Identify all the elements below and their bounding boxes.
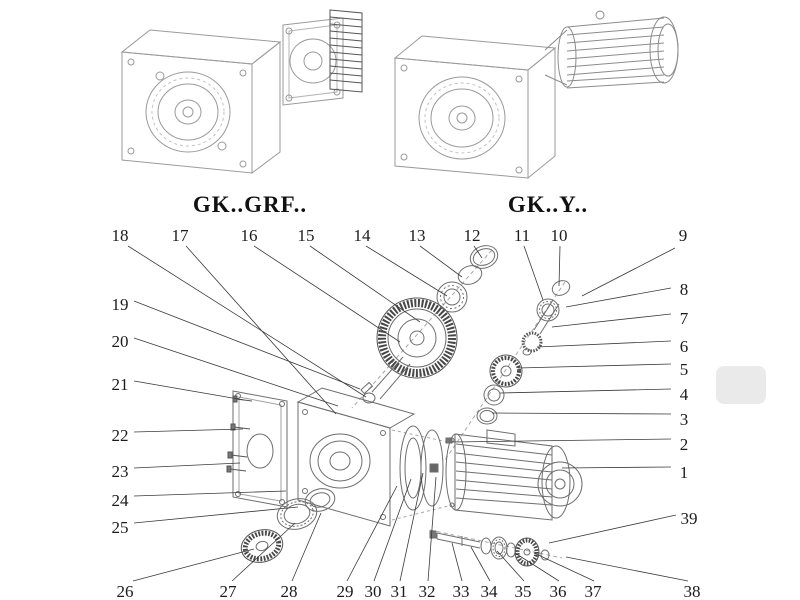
callout-4: 4 <box>679 385 689 404</box>
callout-23: 23 <box>111 462 129 481</box>
callout-30: 30 <box>364 582 382 600</box>
callout-13: 13 <box>408 226 426 245</box>
callout-37: 37 <box>584 582 602 600</box>
callout-19: 19 <box>111 295 129 314</box>
callout-22: 22 <box>111 426 129 445</box>
callout-38: 38 <box>683 582 701 600</box>
callout-1: 1 <box>679 463 689 482</box>
callout-21: 21 <box>111 375 129 394</box>
variant-title-gk-y: GK..Y.. <box>507 192 589 217</box>
big-gear-icon <box>376 297 458 379</box>
callout-18: 18 <box>111 226 129 245</box>
callout-14: 14 <box>353 226 371 245</box>
terminal-box-icon <box>486 429 516 447</box>
drawing-gk-y <box>393 10 679 180</box>
fin-block <box>329 9 363 93</box>
leader-lines <box>127 245 689 582</box>
drawing-gk-grf <box>120 9 363 174</box>
callout-8: 8 <box>679 280 689 299</box>
input-shaft-parts <box>429 530 550 567</box>
callout-25: 25 <box>111 518 129 537</box>
callout-10: 10 <box>550 226 568 245</box>
callout-2: 2 <box>679 435 689 454</box>
exploded-view <box>226 245 583 567</box>
callout-7: 7 <box>679 309 689 328</box>
callout-32: 32 <box>418 582 436 600</box>
callout-3: 3 <box>679 410 689 429</box>
shaft-key-icon <box>360 381 374 395</box>
callout-24: 24 <box>111 491 129 510</box>
input-pinion-train <box>476 280 571 425</box>
gear-housing <box>226 387 453 527</box>
callout-36: 36 <box>549 582 567 600</box>
callout-12: 12 <box>463 226 481 245</box>
callout-27: 27 <box>219 582 237 600</box>
callout-31: 31 <box>390 582 408 600</box>
bearing-icon <box>436 281 468 313</box>
callout-17: 17 <box>171 226 189 245</box>
motor-drawing <box>544 10 679 89</box>
callout-9: 9 <box>678 226 688 245</box>
key-block-icon <box>429 463 439 473</box>
callout-15: 15 <box>297 226 315 245</box>
callout-33: 33 <box>452 582 470 600</box>
callout-39: 39 <box>680 509 698 528</box>
callout-29: 29 <box>336 582 354 600</box>
callout-34: 34 <box>480 582 498 600</box>
callout-5: 5 <box>679 360 689 379</box>
variant-title-gk-grf: GK..GRF.. <box>192 192 308 217</box>
small-gear-icon <box>489 354 523 388</box>
callout-20: 20 <box>111 332 129 351</box>
callout-16: 16 <box>240 226 258 245</box>
output-side-parts <box>240 488 336 563</box>
bolt-icon <box>445 437 453 444</box>
callout-6: 6 <box>679 337 689 356</box>
watermark-blob <box>716 366 766 404</box>
callout-11: 11 <box>513 226 531 245</box>
motor-exploded <box>445 429 583 521</box>
callout-35: 35 <box>514 582 532 600</box>
callout-26: 26 <box>116 582 134 600</box>
callout-28: 28 <box>280 582 298 600</box>
upper-gear-train <box>360 245 499 404</box>
